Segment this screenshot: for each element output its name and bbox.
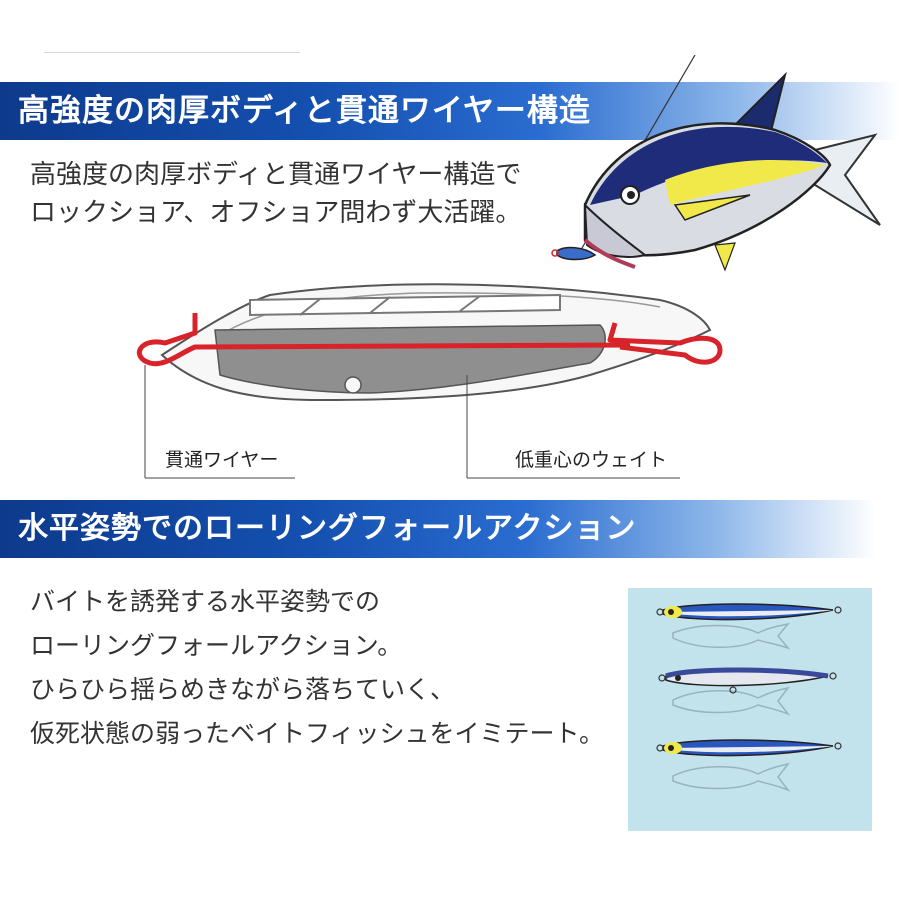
section2-line-2: ローリングフォールアクション。	[30, 631, 403, 660]
section2-banner: 水平姿勢でのローリングフォールアクション	[0, 500, 876, 558]
section1-title: 高強度の肉厚ボディと貫通ワイヤー構造	[18, 93, 591, 129]
tuna-illustration	[551, 55, 881, 272]
lure-1	[656, 603, 842, 621]
jig-wire	[136, 313, 631, 367]
lure-fall-panel	[628, 588, 872, 831]
section2-title: 水平姿勢でのローリングフォールアクション	[18, 511, 637, 546]
section2-line-3: ひらひら揺らめきながら落ちていく、	[30, 675, 456, 704]
top-divider	[44, 52, 300, 53]
jig-cutaway-diagram	[136, 283, 723, 479]
lure-fall-illustration	[656, 603, 842, 792]
section2-line-1: バイトを誘発する水平姿勢での	[30, 587, 381, 616]
weight-label: 低重心のウェイト	[515, 449, 668, 471]
lure-2	[658, 667, 837, 694]
section2-description: バイトを誘発する水平姿勢での ローリングフォールアクション。 ひらひら揺らめきな…	[30, 580, 604, 756]
jig-lattice	[249, 293, 561, 317]
lure-3	[656, 739, 842, 757]
section1-line-2: ロックショア、オフショア問わず大活躍。	[30, 198, 522, 228]
section1-description: 高強度の肉厚ボディと貫通ワイヤー構造で ロックショア、オフショア問わず大活躍。	[30, 156, 521, 232]
section2-line-4: 仮死状態の弱ったベイトフィッシュをイミテート。	[30, 719, 605, 748]
wire-label: 貫通ワイヤー	[165, 449, 279, 471]
section1-line-1: 高強度の肉厚ボディと貫通ワイヤー構造で	[30, 160, 522, 190]
jig-weight	[214, 324, 606, 394]
